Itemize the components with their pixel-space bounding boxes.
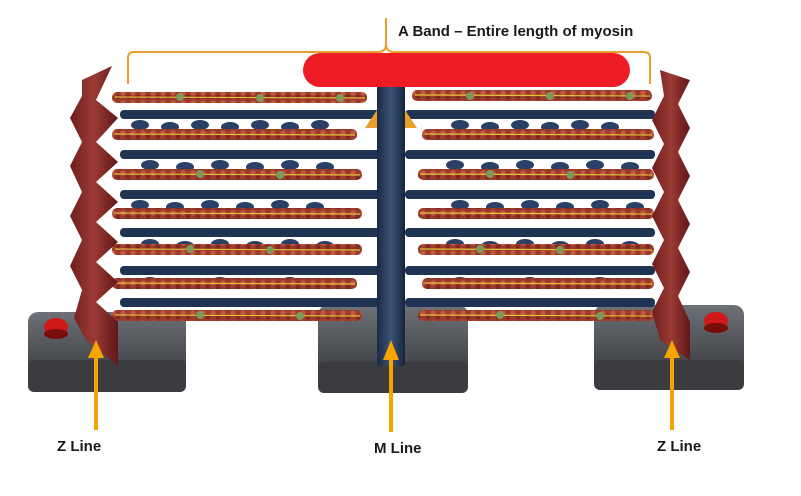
z-line-right-label: Z Line: [657, 438, 701, 455]
z-disc-left: [70, 66, 118, 366]
a-band-label: A Band – Entire length of myosin: [398, 23, 633, 40]
z-line-left-label: Z Line: [57, 438, 101, 455]
redaction-bar: [303, 53, 630, 87]
z-disc-right: [652, 70, 690, 360]
m-line-label: M Line: [374, 440, 422, 457]
